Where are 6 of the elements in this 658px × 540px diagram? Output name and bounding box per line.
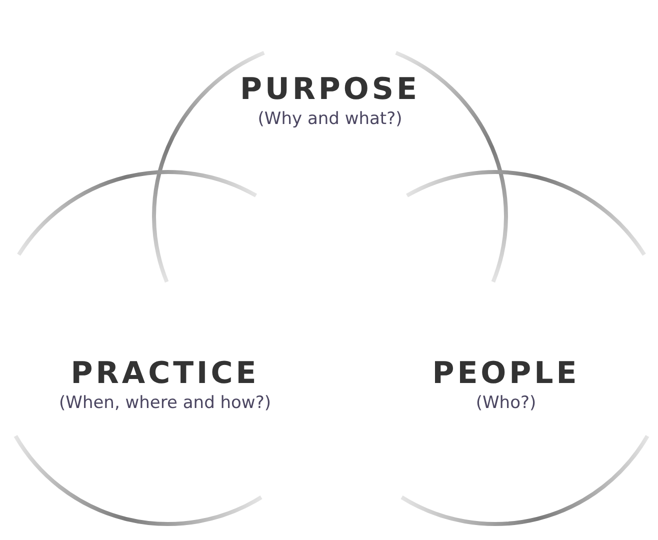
circle-subtitle: (Why and what?) [258, 108, 402, 130]
circle-subtitle: (Who?) [476, 392, 536, 414]
circle-subtitle: (When, where and how?) [59, 392, 271, 414]
circle-heading: PRACTICE [70, 356, 260, 392]
circle-heading: PEOPLE [432, 356, 580, 392]
circle-heading: PURPOSE [240, 72, 420, 108]
